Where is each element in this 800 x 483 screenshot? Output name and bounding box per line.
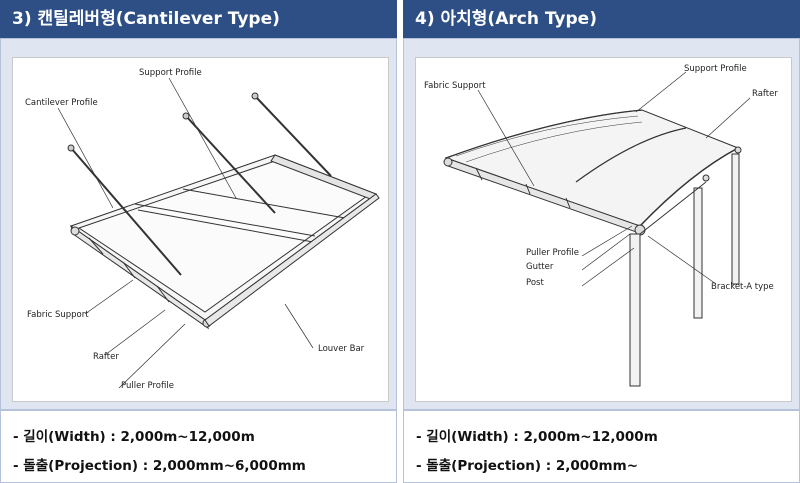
cantilever-projection-spec: - 돌출(Projection) : 2,000mm~6,000mm	[13, 458, 306, 474]
label-fabric-support: Fabric Support	[27, 310, 89, 320]
post-back	[731, 153, 740, 285]
front-rafter	[639, 147, 739, 227]
cantilever-diagram: Support Profile Cantilever Profile Fabri…	[12, 57, 389, 402]
label-arch-support-profile: Support Profile	[684, 64, 747, 74]
label-rafter: Rafter	[93, 352, 119, 362]
cantilever-drawing: Support Profile Cantilever Profile Fabri…	[25, 68, 380, 391]
arch-specs: - 길이(Width) : 2,000m~12,000m - 돌출(Projec…	[403, 410, 800, 483]
mid-rafter	[575, 127, 687, 183]
arch-title: 4) 아치형(Arch Type)	[403, 0, 800, 38]
label-arch-rafter: Rafter	[752, 89, 778, 99]
label-support-profile: Support Profile	[139, 68, 202, 78]
post-middle	[693, 187, 703, 319]
post-front	[629, 233, 641, 387]
cantilever-panel: 3) 캔틸레버형(Cantilever Type)	[0, 0, 397, 483]
label-puller-profile: Puller Profile	[121, 381, 174, 391]
label-arch-puller-profile: Puller Profile	[526, 248, 579, 258]
label-arch-gutter: Gutter	[526, 262, 554, 272]
label-cantilever-profile: Cantilever Profile	[25, 98, 98, 108]
arch-diagram-frame: Fabric Support Support Profile Rafter Pu…	[403, 38, 800, 410]
support-profile-2	[254, 95, 332, 177]
cantilever-specs: - 길이(Width) : 2,000m~12,000m - 돌출(Projec…	[0, 410, 397, 483]
cantilever-width-spec: - 길이(Width) : 2,000m~12,000m	[13, 429, 255, 445]
arch-panel: 4) 아치형(Arch Type)	[403, 0, 800, 483]
label-arch-post: Post	[526, 278, 544, 288]
arch-diagram: Fabric Support Support Profile Rafter Pu…	[415, 57, 792, 402]
cantilever-profile	[70, 147, 182, 276]
arch-width-spec: - 길이(Width) : 2,000m~12,000m	[416, 429, 658, 445]
label-louver-bar: Louver Bar	[318, 344, 365, 354]
support-profile-1	[185, 115, 276, 214]
cantilever-diagram-frame: Support Profile Cantilever Profile Fabri…	[0, 38, 397, 410]
label-arch-fabric-support: Fabric Support	[424, 81, 486, 91]
panel-divider	[397, 0, 403, 483]
cantilever-title: 3) 캔틸레버형(Cantilever Type)	[0, 0, 397, 38]
label-arch-bracket: Bracket-A type	[711, 282, 774, 292]
arch-drawing: Fabric Support Support Profile Rafter Pu…	[424, 64, 778, 387]
arch-projection-spec: - 돌출(Projection) : 2,000mm~	[416, 458, 639, 474]
